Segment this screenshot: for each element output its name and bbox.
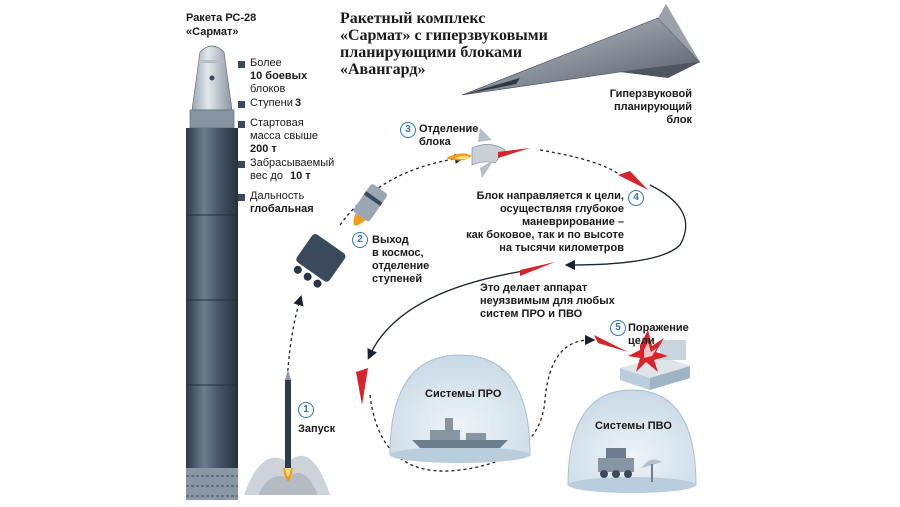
step-3-label: блока: [419, 136, 451, 148]
pvo-dome: [567, 389, 697, 493]
bullet-icon: [238, 194, 245, 201]
warship-icon: [412, 418, 508, 448]
spec-text: Забрасываемый: [250, 157, 335, 169]
trajectory-ascent: [285, 295, 304, 456]
bullet-icon: [238, 121, 245, 128]
warhead-1: [498, 148, 530, 158]
spec-text: Ступени: [250, 97, 293, 109]
trajectory-descent: [367, 269, 531, 360]
spec-value: 200 т: [250, 143, 277, 155]
launch-rocket: [285, 380, 291, 468]
stage-separation: [293, 184, 388, 288]
step-2-label: Выход: [372, 234, 409, 246]
bullet-icon: [238, 61, 245, 68]
pro-dome: [389, 354, 531, 463]
warhead-4: [356, 368, 368, 405]
air-defense-vehicle-icon: [598, 448, 634, 478]
rocket-body: [186, 128, 238, 468]
launch-scene: [244, 370, 330, 495]
spec-text: масса свыше: [250, 130, 319, 142]
bullet-icon: [238, 161, 245, 168]
bullet-icon: [238, 101, 245, 108]
step-2-badge: 2: [352, 232, 368, 248]
warhead-5: [594, 335, 628, 352]
target-building: [620, 330, 690, 390]
rocket-collar: [189, 109, 235, 129]
step-4-badge: 4: [628, 190, 644, 206]
rocket-rs28: [186, 45, 238, 500]
step-1-label: Запуск: [298, 423, 336, 435]
rocket-name: Ракета РС-28: [186, 12, 257, 24]
step-5-badge: 5: [610, 320, 626, 336]
radar-dish-icon: [642, 459, 662, 482]
warhead-2: [618, 171, 648, 190]
step-3-label: Отделение: [419, 123, 479, 135]
step-1-badge: 1: [298, 402, 314, 418]
hypersonic-glider: [461, 4, 701, 96]
spec-value: глобальная: [250, 203, 314, 215]
trajectory-cruise: [539, 149, 621, 176]
spec-text: блоков: [250, 83, 286, 95]
trajectory-maneuver: [564, 184, 687, 271]
spec-value: 10 т: [290, 170, 311, 182]
pvo-dome-label: Системы ПВО: [595, 420, 672, 432]
rocket-base: [186, 468, 238, 500]
spec-text: Дальность: [250, 190, 305, 202]
spec-value: 10 боевых: [250, 70, 308, 82]
warhead-3: [520, 262, 555, 276]
step-2-label: отделение: [372, 260, 430, 272]
step-2-label: в космос,: [372, 247, 424, 259]
spec-text: вес до: [250, 170, 283, 182]
spec-text: Более: [250, 57, 282, 69]
step-5-label: Поражение: [628, 322, 689, 334]
spec-value: 3: [295, 97, 302, 109]
step-2-label: ступеней: [372, 273, 423, 285]
step-5-label: цели: [628, 335, 655, 347]
rocket-name-sub: «Сармат»: [186, 26, 239, 38]
pro-dome-label: Системы ПРО: [425, 388, 502, 400]
spec-text: Стартовая: [250, 117, 304, 129]
block-separation: [446, 128, 530, 178]
trajectory-stage-2: [339, 153, 466, 226]
step-3-badge: 3: [400, 122, 416, 138]
